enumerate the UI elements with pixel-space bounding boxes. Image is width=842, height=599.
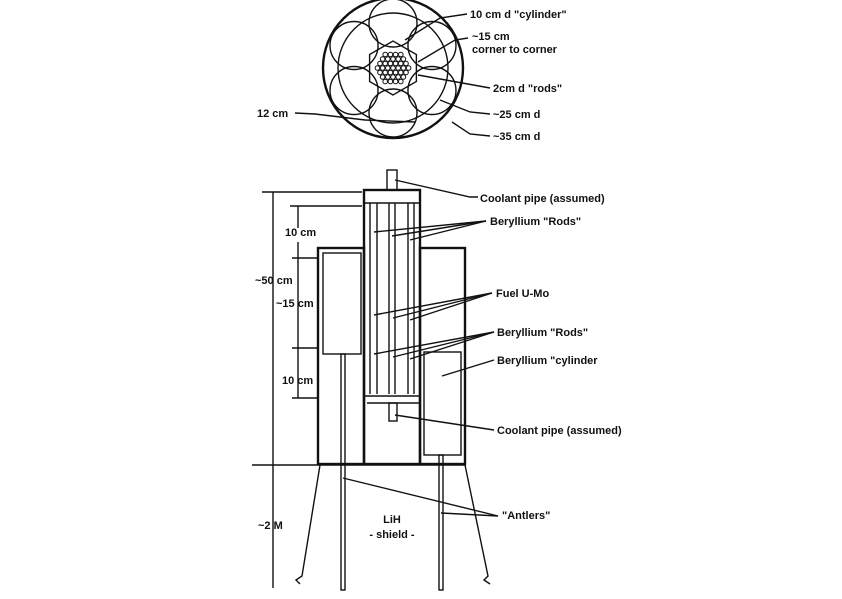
rod-circle	[379, 56, 386, 62]
leg-right	[464, 464, 491, 585]
leader	[404, 13, 468, 41]
rod-circle	[385, 56, 391, 62]
label-shield-1: LiH	[383, 514, 401, 526]
leader	[451, 121, 491, 137]
label-corner-2: corner to corner	[472, 44, 558, 56]
leader	[439, 99, 491, 115]
rod-circle	[390, 65, 396, 71]
coolant-pipe-bottom	[388, 402, 398, 422]
right-shield-block	[418, 246, 467, 466]
rod-circle	[398, 51, 404, 58]
rod-circle	[374, 65, 381, 71]
label-be-cylinder: Beryllium "cylinder	[497, 355, 598, 367]
rod-circle	[400, 65, 407, 71]
label-dim-15: ~15 cm	[276, 298, 314, 310]
side-view: Coolant pipe (assumed) Beryllium "Rods" …	[252, 169, 622, 591]
label-outer-d: ~35 cm d	[493, 131, 540, 143]
rod-circle	[387, 60, 394, 67]
rod-circle	[392, 69, 399, 76]
label-coolant-top: Coolant pipe (assumed)	[480, 193, 605, 205]
label-antlers: "Antlers"	[502, 510, 550, 522]
rod-circle	[387, 78, 394, 85]
inner-ring	[337, 12, 449, 124]
leader	[294, 112, 416, 123]
rod-circle	[400, 56, 407, 62]
rod-circle	[385, 65, 391, 71]
rod-circle	[392, 60, 399, 67]
core-column	[362, 188, 422, 466]
leg-left	[294, 464, 321, 585]
antler-right	[438, 454, 444, 591]
label-dim-10-top: 10 cm	[285, 227, 316, 239]
rod-circle	[400, 74, 407, 80]
be-cylinder-circle	[407, 65, 457, 116]
label-be-rods-top: Beryllium "Rods"	[490, 216, 581, 228]
rod-circle	[395, 56, 402, 62]
rod-circle	[398, 60, 404, 67]
be-cylinder-circle	[368, 88, 418, 138]
rod-circle	[398, 78, 404, 85]
rod-circle	[392, 78, 399, 85]
top-view: 10 cm d "cylinder" ~15 cm corner to corn…	[257, 0, 567, 143]
fuel-rods	[374, 51, 412, 85]
rod-circle	[377, 60, 383, 67]
label-coolant-bottom: Coolant pipe (assumed)	[497, 425, 622, 437]
rod-circle	[403, 69, 409, 76]
rod-circle	[395, 74, 402, 80]
rod-circle	[379, 65, 386, 71]
label-dim-50: ~50 cm	[255, 275, 293, 287]
rod-circle	[382, 51, 389, 58]
rod-circle	[382, 69, 389, 76]
label-inner-d: ~25 cm d	[493, 109, 540, 121]
rod-circle	[390, 56, 396, 62]
rod-circle	[377, 69, 383, 76]
leader	[417, 74, 491, 89]
label-shield-2: - shield -	[369, 529, 415, 541]
rod-circle	[398, 69, 404, 76]
label-cylinder: 10 cm d "cylinder"	[470, 9, 567, 21]
dimension-lines	[262, 191, 362, 588]
left-be-cylinder	[322, 252, 362, 355]
be-cylinder-circle	[329, 65, 379, 116]
leader	[417, 37, 469, 63]
label-dim-10-bottom: 10 cm	[282, 375, 313, 387]
label-spacing: 12 cm	[257, 108, 288, 120]
right-be-cylinder	[423, 351, 462, 456]
rod-circle	[392, 51, 399, 58]
rod-circle	[403, 60, 409, 67]
be-cylinder-circle	[407, 20, 457, 71]
rod-circle	[390, 74, 396, 80]
leaders	[342, 179, 499, 517]
label-corner-1: ~15 cm	[472, 31, 510, 43]
rod-circle	[395, 65, 402, 71]
be-cylinder-circle	[329, 20, 379, 71]
rod-circle	[382, 60, 389, 67]
rod-circle	[387, 51, 394, 58]
rod-circle	[379, 74, 386, 80]
hex-core	[368, 40, 418, 96]
label-be-rods-bottom: Beryllium "Rods"	[497, 327, 588, 339]
rod-circle	[385, 74, 391, 80]
label-rods: 2cm d "rods"	[493, 83, 562, 95]
outer-circle	[321, 0, 465, 140]
rod-circle	[387, 69, 394, 76]
rod-circle	[382, 78, 389, 85]
label-fuel: Fuel U-Mo	[496, 288, 549, 300]
rod-circle	[405, 65, 412, 71]
be-cylinder-circle	[368, 0, 418, 48]
label-dim-2m: ~2 M	[258, 520, 283, 532]
beryllium-cylinders	[329, 0, 457, 138]
antler-left	[340, 353, 346, 591]
